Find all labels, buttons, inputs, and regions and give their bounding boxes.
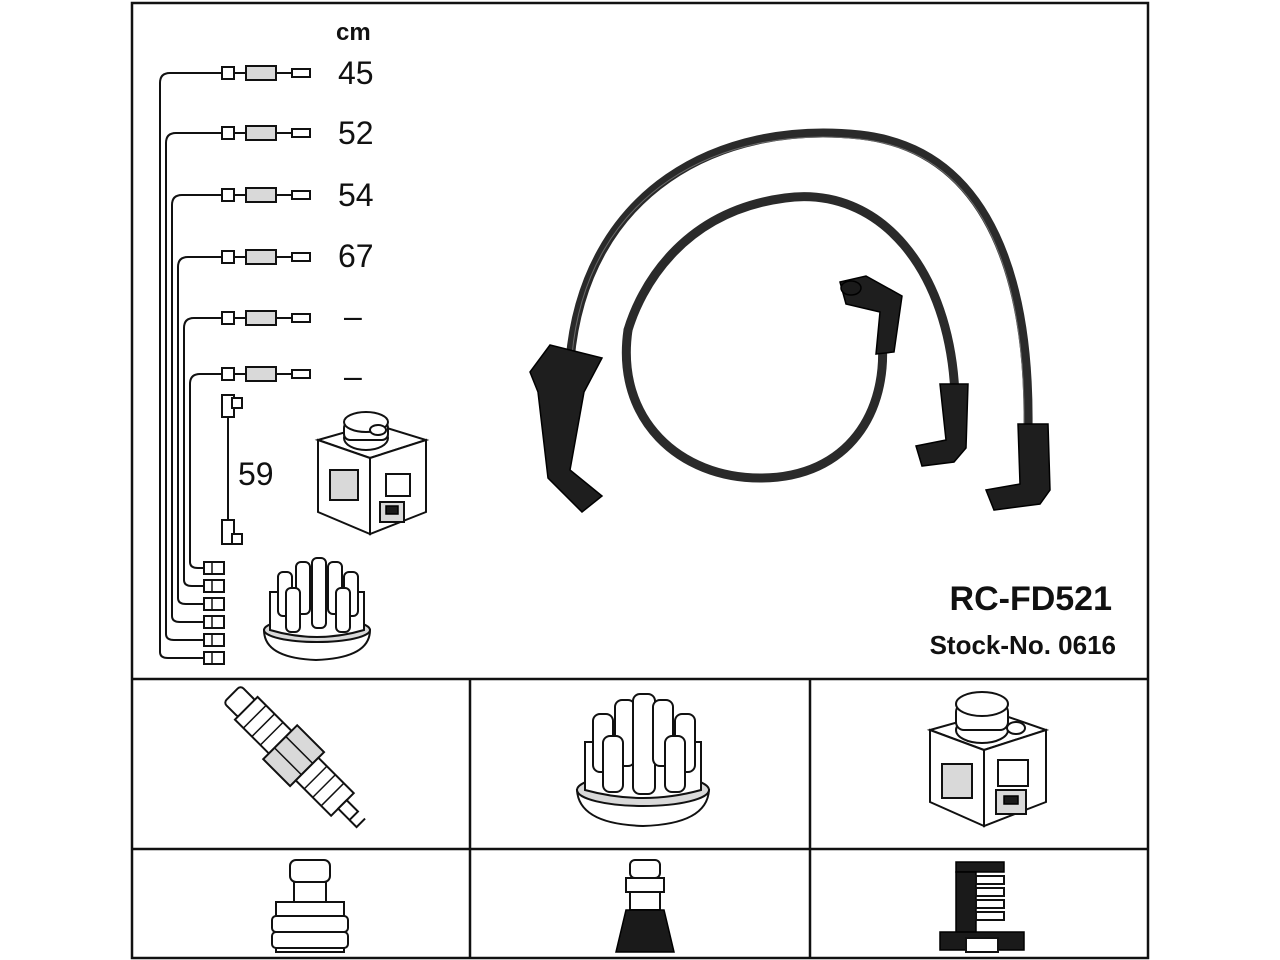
lead-wire-5: [183, 317, 222, 587]
lead-wire-4: [177, 256, 222, 605]
lead-length-6: –: [344, 358, 362, 394]
ignition-coil-icon: [314, 411, 430, 536]
lead-end-boot-4: [245, 249, 277, 265]
lead-end-boot-1: [245, 65, 277, 81]
distributor-cap-large-icon: [575, 693, 711, 828]
lead-length-labels: 45 52 54 67 – – 59: [238, 55, 374, 492]
coil-terminal-icon: [939, 861, 1025, 953]
plug-terminal-icon: [271, 859, 349, 953]
lead-length-3: 54: [338, 177, 374, 213]
distributor-cap-icon: [262, 557, 372, 662]
lead-end-boot-3: [245, 187, 277, 203]
lead-length-5: –: [344, 298, 362, 334]
lead-routing-schematic: [159, 65, 311, 665]
lead-end-tip-1: [291, 68, 311, 78]
cap-end-connector-1: [203, 651, 225, 665]
ignition-coil-large-icon: [926, 691, 1050, 828]
lead-wire-3: [171, 194, 222, 623]
lead-wire-1: [159, 72, 222, 659]
lead-end-boot-2: [245, 125, 277, 141]
lead-end-boot-5: [245, 310, 277, 326]
lead-end-tip-6: [291, 369, 311, 379]
lead-wire-2: [165, 132, 222, 641]
ignition-cable-set-illustration: [529, 128, 1051, 514]
lead-end-cap-6: [221, 367, 235, 381]
cap-end-connector-2: [203, 633, 225, 647]
lead-end-tip-3: [291, 190, 311, 200]
lead-end-cap-1: [221, 66, 235, 80]
coil-lead-length: 59: [238, 456, 274, 492]
cap-end-connector-5: [203, 579, 225, 593]
lead-end-cap-4: [221, 250, 235, 264]
lead-end-tip-2: [291, 128, 311, 138]
lead-end-tip-4: [291, 252, 311, 262]
stock-number: Stock-No. 0616: [930, 630, 1116, 660]
lead-end-tip-5: [291, 313, 311, 323]
lead-end-cap-5: [221, 311, 235, 325]
cap-end-connector-4: [203, 597, 225, 611]
lead-length-1: 45: [338, 55, 374, 91]
cap-end-connector-6: [203, 561, 225, 575]
lead-end-cap-2: [221, 126, 235, 140]
cap-terminal-icon: [615, 859, 675, 953]
lead-length-4: 67: [338, 238, 374, 274]
lead-end-cap-3: [221, 188, 235, 202]
diagram-frame: [130, 1, 1150, 960]
part-number: RC-FD521: [950, 580, 1112, 618]
lead-length-2: 52: [338, 115, 374, 151]
lead-wire-6: [189, 373, 222, 569]
lead-end-boot-6: [245, 366, 277, 382]
unit-label: cm: [336, 19, 371, 46]
cap-end-connector-3: [203, 615, 225, 629]
coil-lead-schematic: [221, 394, 243, 545]
spark-plug-icon: [224, 686, 366, 829]
